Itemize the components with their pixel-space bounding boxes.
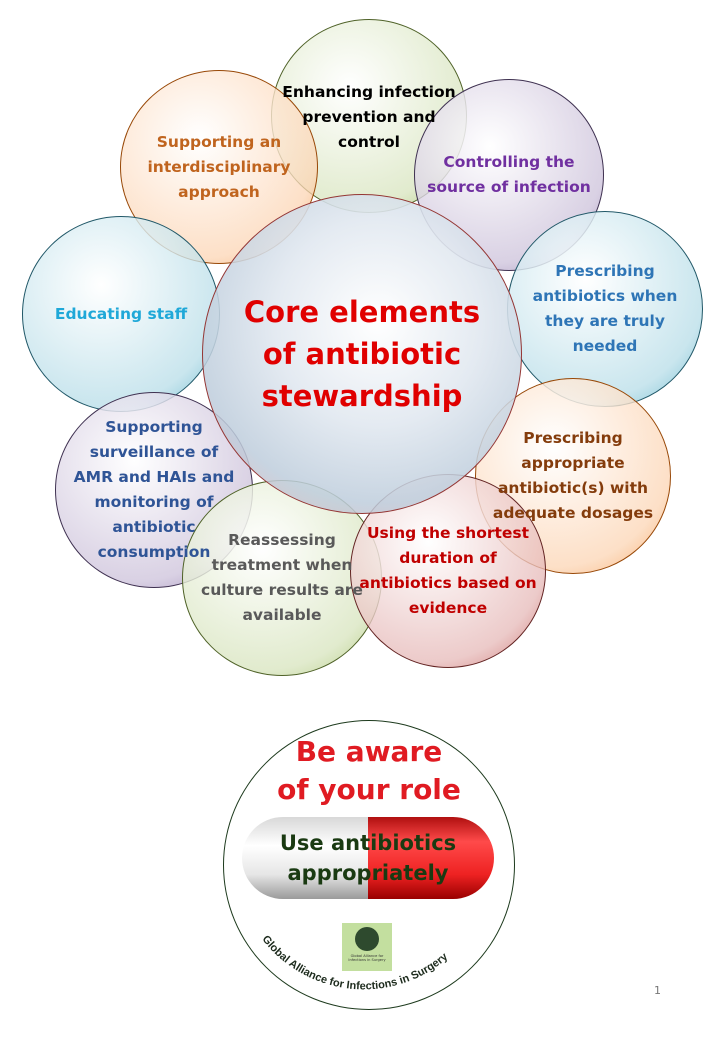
globe-logo-icon: [355, 927, 379, 951]
element-label: Using the shortest duration of antibioti…: [359, 524, 537, 617]
element-label: Educating staff: [54, 304, 188, 323]
arc-text-ring: Global Alliance for Infections in Surger…: [260, 933, 451, 992]
svg-text:Global Alliance for Infections: Global Alliance for Infections in Surger…: [260, 933, 451, 992]
pill-capsule-icon: [242, 817, 494, 899]
element-label: Supporting surveillance of AMR and HAIs …: [73, 418, 235, 561]
element-label: Prescribing appropriate antibiotic(s) wi…: [492, 429, 654, 522]
element-label: Supporting an interdisciplinary approach: [147, 132, 291, 201]
center-circle: Core elements of antibiotic stewardship: [202, 194, 522, 514]
gais-logo: Global Alliance for Infections in Surger…: [342, 923, 392, 971]
page-number: 1: [654, 984, 661, 997]
element-label: Reassessing treatment when culture resul…: [201, 531, 363, 624]
circle-educating-staff: Educating staff: [22, 216, 220, 412]
pill-text: Use antibiotics appropriately: [279, 831, 457, 885]
awareness-badge: Be aware of your role Use antibiotics ap…: [223, 720, 515, 1010]
logo-text: Global Alliance for Infections in Surger…: [348, 954, 386, 962]
center-title: Core elements of antibiotic stewardship: [243, 295, 481, 413]
element-label: Enhancing infection prevention and contr…: [282, 83, 456, 151]
circle-surveillance: Supporting surveillance of AMR and HAIs …: [55, 392, 253, 588]
badge-title: Be aware of your role: [277, 735, 461, 806]
circle-prescribing-when-needed: Prescribing antibiotics when they are tr…: [507, 211, 703, 407]
element-label: Prescribing antibiotics when they are tr…: [532, 262, 678, 355]
arc-text: Global Alliance for Infections in Surger…: [260, 933, 451, 992]
element-label: Controlling the source of infection: [427, 153, 591, 196]
